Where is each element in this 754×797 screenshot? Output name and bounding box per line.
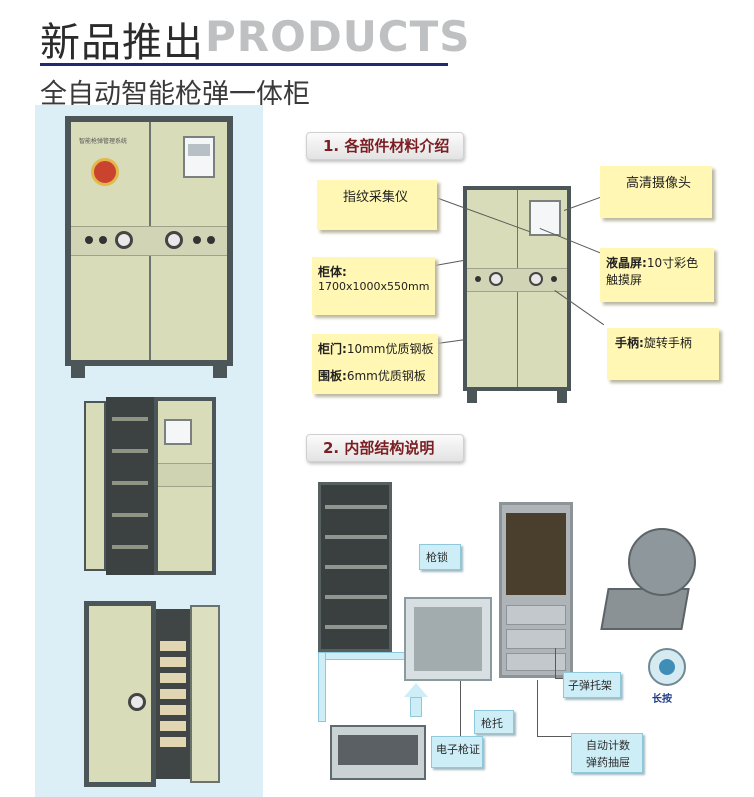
cabinet-screen bbox=[183, 136, 215, 178]
callout-body: 柜体: 1700x1000x550mm bbox=[312, 257, 435, 315]
label-auto-count-text: 自动计数 bbox=[586, 739, 630, 752]
page-subtitle: 全自动智能枪弹一体柜 bbox=[40, 79, 310, 110]
label-gun-rest-text: 枪托 bbox=[481, 717, 503, 730]
callout-handle: 手柄:旋转手柄 bbox=[607, 328, 719, 380]
gun-locker-interior-photo bbox=[318, 482, 392, 652]
label-bullet-tray: 子弹托架 bbox=[563, 672, 621, 698]
callout-door-text: 10mm优质钢板 bbox=[346, 342, 434, 356]
callout-body-size: 1700x1000x550mm bbox=[318, 280, 430, 293]
callout-lcd: 液晶屏:10寸彩色触摸屏 bbox=[600, 248, 714, 302]
label-e-cert-text: 电子枪证 bbox=[436, 743, 480, 756]
label-auto-count-drawer: 自动计数 弹药抽屉 bbox=[571, 733, 643, 773]
section-2-label: 2. 内部结构说明 bbox=[306, 434, 464, 462]
bullet-tray-photo bbox=[600, 588, 690, 630]
section-1-label: 1. 各部件材料介绍 bbox=[306, 132, 464, 160]
callout-panel-label: 围板: bbox=[318, 369, 347, 383]
cabinet-system-label: 智能枪弹管理系统 bbox=[79, 138, 128, 145]
gun-rest-closeup-photo bbox=[404, 597, 492, 681]
callout-lcd-text: 10寸彩色触摸屏 bbox=[606, 256, 699, 287]
label-long-button: 长按 bbox=[652, 694, 672, 705]
bullet-tray-detail-circle bbox=[628, 528, 696, 596]
police-emblem bbox=[91, 158, 119, 186]
callout-panel-text: 6mm优质钢板 bbox=[346, 369, 426, 383]
label-bullet-tray-text: 子弹托架 bbox=[568, 679, 612, 692]
handle-knob-right bbox=[165, 231, 183, 249]
callout-handle-label: 手柄: bbox=[615, 336, 644, 350]
label-gun-lock: 枪锁 bbox=[419, 544, 461, 570]
cabinet-front-photo: 智能枪弹管理系统 bbox=[65, 116, 233, 378]
label-gun-lock-text: 枪锁 bbox=[426, 551, 448, 564]
label-e-cert: 电子枪证 bbox=[431, 736, 483, 768]
callout-lcd-label: 液晶屏: bbox=[606, 256, 647, 270]
label-ammo-drawer-text: 弹药抽屉 bbox=[586, 756, 630, 769]
ammo-cabinet-interior-photo bbox=[499, 502, 573, 678]
callout-fingerprint-text: 指纹采集仪 bbox=[343, 190, 409, 205]
title-underline bbox=[40, 63, 448, 66]
cabinet-diagram bbox=[463, 186, 571, 404]
callout-handle-text: 旋转手柄 bbox=[643, 336, 692, 350]
page-title-english: PRODUCTS bbox=[205, 12, 471, 61]
callout-fingerprint: 指纹采集仪 bbox=[317, 180, 437, 230]
gun-rack-photo bbox=[330, 725, 426, 780]
cabinet-gun-side-open-photo bbox=[84, 397, 216, 579]
callout-camera-text: 高清摄像头 bbox=[626, 176, 692, 191]
callout-body-label: 柜体: bbox=[318, 265, 347, 279]
page-title: 新品推出 bbox=[40, 20, 204, 66]
label-gun-rest: 枪托 bbox=[474, 710, 514, 734]
callout-door-label: 柜门: bbox=[318, 342, 347, 356]
callout-camera: 高清摄像头 bbox=[600, 166, 712, 218]
cabinet-ammo-side-open-photo bbox=[84, 601, 224, 789]
handle-knob-left bbox=[115, 231, 133, 249]
callout-door-panel: 柜门:10mm优质钢板 围板:6mm优质钢板 bbox=[312, 334, 438, 394]
button-detail-circle bbox=[648, 648, 686, 686]
